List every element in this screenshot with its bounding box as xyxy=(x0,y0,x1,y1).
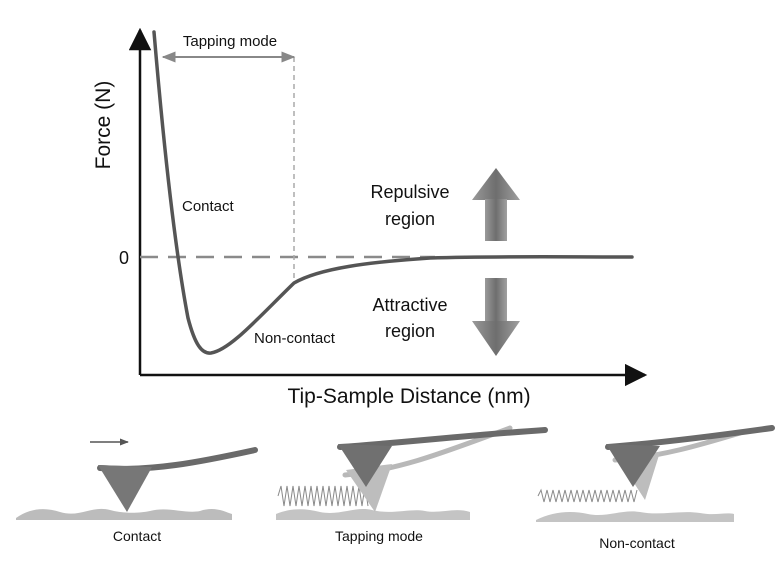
repulsive-label-line1: Repulsive xyxy=(370,182,449,202)
afm-tip-ghost xyxy=(346,464,392,512)
contact-panel-label: Contact xyxy=(113,528,161,544)
non-contact-mode-illustration xyxy=(536,425,775,522)
x-axis-label: Tip-Sample Distance (nm) xyxy=(287,385,530,408)
sample-surface xyxy=(16,508,232,520)
afm-tip xyxy=(338,444,392,487)
non-contact-region-label: Non-contact xyxy=(254,330,336,347)
non-contact-panel-label: Non-contact xyxy=(599,535,675,551)
sample-surface xyxy=(536,511,734,522)
zero-tick-label: 0 xyxy=(119,248,129,268)
force-distance-curve xyxy=(152,30,634,355)
y-axis-label: Force (N) xyxy=(92,81,115,170)
attractive-arrow xyxy=(472,278,520,356)
tapping-mode-label: Tapping mode xyxy=(183,33,277,50)
tapping-panel-label: Tapping mode xyxy=(335,528,423,544)
attractive-label-line1: Attractive xyxy=(372,295,447,315)
tapping-mode-illustration xyxy=(276,425,548,520)
contact-mode-illustration xyxy=(16,438,258,520)
sample-surface xyxy=(276,509,470,520)
afm-tip xyxy=(606,444,660,487)
afm-tip xyxy=(98,465,152,512)
cantilever xyxy=(605,425,775,450)
cantilever xyxy=(337,427,548,450)
repulsive-arrow xyxy=(472,168,520,241)
oscillation-trace xyxy=(277,485,369,507)
contact-region-label: Contact xyxy=(182,198,235,215)
attractive-label-line2: region xyxy=(385,321,435,341)
repulsive-label-line2: region xyxy=(385,209,435,229)
oscillation-trace xyxy=(537,488,638,503)
